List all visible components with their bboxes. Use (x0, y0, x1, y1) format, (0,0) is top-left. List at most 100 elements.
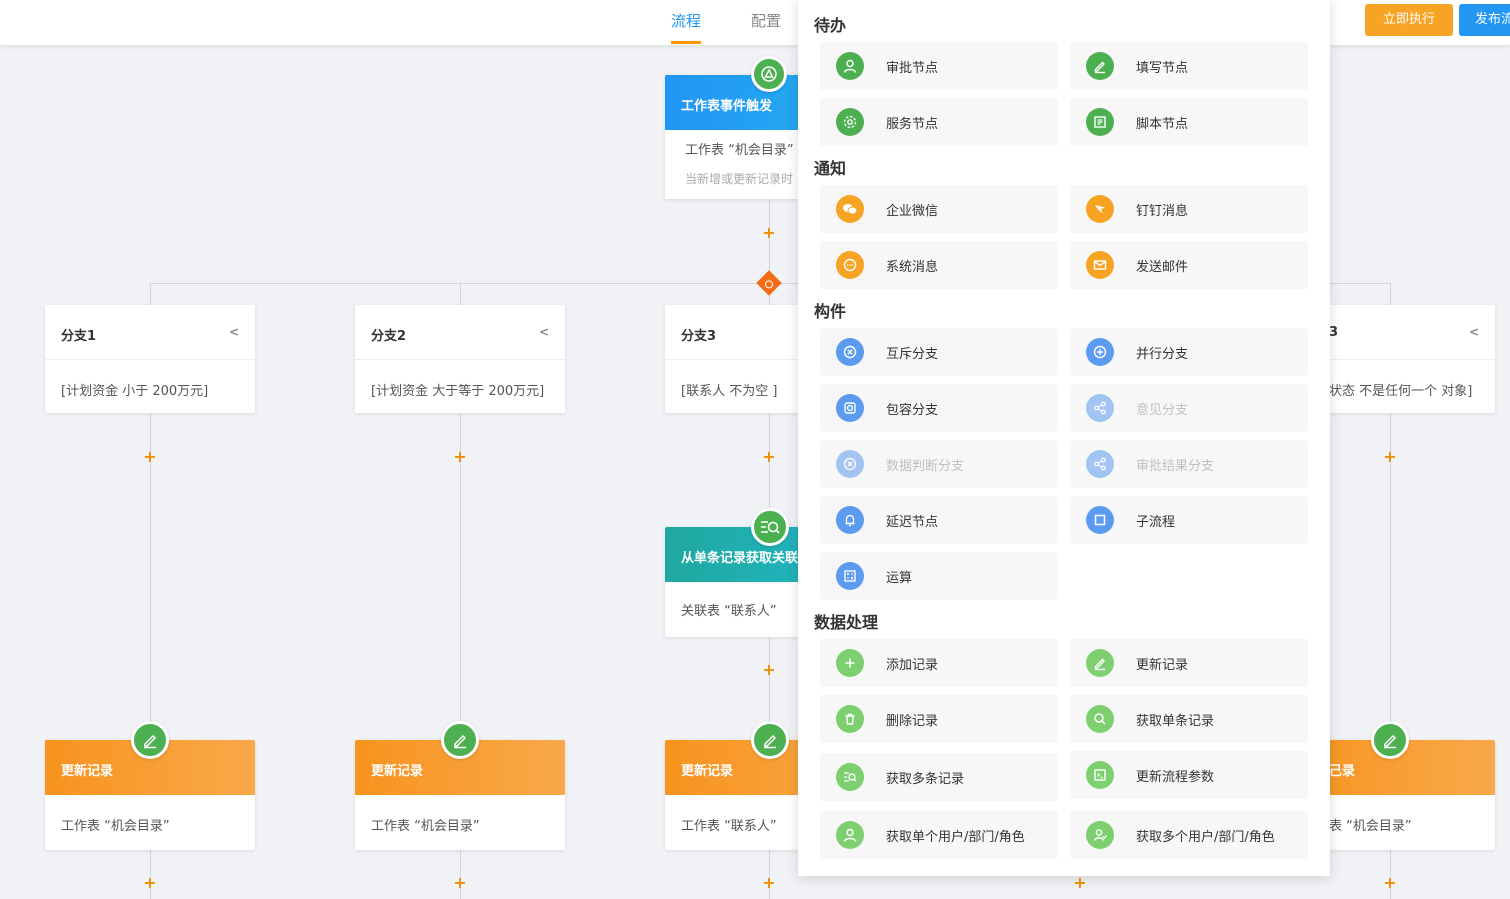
parallel-branch-icon (1086, 338, 1114, 366)
share-icon[interactable]: < (1468, 325, 1479, 339)
message-icon (836, 251, 864, 279)
add-node-plus-icon[interactable]: + (143, 447, 157, 466)
add-node-plus-icon[interactable]: + (762, 223, 776, 242)
node-option-get-multiple-records[interactable]: 获取多条记录 (820, 753, 1058, 801)
update-body: 工作表 “机会目录” (61, 819, 170, 834)
node-option-data-judge-branch: 数据判断分支 (820, 440, 1058, 488)
trigger-icon (751, 56, 787, 92)
section-title-notify: 通知 (814, 159, 847, 178)
search-icon (1086, 705, 1114, 733)
trigger-desc: 当新增或更新记录时 (685, 172, 794, 186)
share-icon[interactable]: < (228, 325, 239, 339)
add-node-plus-icon[interactable]: + (1073, 873, 1087, 892)
node-option-update-flow-params[interactable]: 更新流程参数 (1070, 751, 1308, 799)
fetch-body: 关联表 “联系人” (681, 604, 777, 619)
node-option-delay[interactable]: 延迟节点 (820, 496, 1058, 544)
update-body: 工作表 “联系人” (681, 819, 777, 834)
share-icon (1086, 394, 1114, 422)
users-icon (1086, 821, 1114, 849)
inclusive-branch-icon (836, 394, 864, 422)
node-option-script[interactable]: 脚本节点 (1070, 98, 1308, 146)
bell-icon (836, 506, 864, 534)
branch-title: 分支1 (61, 329, 97, 344)
list-search-icon (751, 508, 789, 546)
node-option-wecom[interactable]: 企业微信 (820, 185, 1058, 233)
tab-flow[interactable]: 流程 (671, 12, 702, 44)
branch-condition: 状态 不是任何一个 对象] (1329, 384, 1473, 399)
branch-title: 分支3 (681, 329, 717, 344)
user-icon (836, 52, 864, 80)
mail-icon (1086, 251, 1114, 279)
list-search-icon (836, 763, 864, 791)
node-option-send-mail[interactable]: 发送邮件 (1070, 241, 1308, 289)
node-option-approval[interactable]: 审批节点 (820, 42, 1058, 90)
publish-button[interactable]: 发布流 (1459, 4, 1510, 36)
add-node-plus-icon[interactable]: + (762, 447, 776, 466)
section-title-todo: 待办 (814, 16, 847, 35)
node-option-add-record[interactable]: 添加记录 (820, 639, 1058, 687)
pencil-icon (441, 721, 479, 759)
user-icon (836, 821, 864, 849)
connector-line (769, 200, 770, 285)
node-option-update-record[interactable]: 更新记录 (1070, 639, 1308, 687)
pencil-icon (751, 721, 789, 759)
node-option-system-message[interactable]: 系统消息 (820, 241, 1058, 289)
add-node-plus-icon[interactable]: + (762, 660, 776, 679)
update-body: 表 “机会目录” (1329, 819, 1412, 834)
branch-condition: [计划资金 大于等于 200万元] (371, 384, 545, 399)
branch-diamond-icon[interactable] (756, 270, 782, 296)
add-node-plus-icon[interactable]: + (143, 873, 157, 892)
node-option-service[interactable]: 服务节点 (820, 98, 1058, 146)
node-option-get-multiple-users[interactable]: 获取多个用户/部门/角色 (1070, 811, 1308, 859)
tab-config[interactable]: 配置 (751, 12, 782, 30)
branch-title: 分支2 (371, 329, 407, 344)
dingtalk-icon (1086, 195, 1114, 223)
plus-icon (836, 649, 864, 677)
branch-title: 3 (1329, 325, 1339, 340)
pencil-icon (1086, 649, 1114, 677)
branch-card-1[interactable]: 分支1 < [计划资金 小于 200万元] (45, 305, 255, 413)
node-option-subprocess[interactable]: 子流程 (1070, 496, 1308, 544)
add-node-plus-icon[interactable]: + (762, 873, 776, 892)
node-option-opinion-branch: 意见分支 (1070, 384, 1308, 432)
pencil-icon (131, 721, 169, 759)
node-option-inclusive-branch[interactable]: 包容分支 (820, 384, 1058, 432)
exclusive-branch-icon (836, 338, 864, 366)
terminal-icon (1086, 761, 1114, 789)
node-option-dingtalk[interactable]: 钉钉消息 (1070, 185, 1308, 233)
pencil-icon (1371, 721, 1409, 759)
exclusive-branch-icon (836, 450, 864, 478)
node-option-approval-result-branch: 审批结果分支 (1070, 440, 1308, 488)
add-node-plus-icon[interactable]: + (1383, 447, 1397, 466)
node-option-parallel-branch[interactable]: 并行分支 (1070, 328, 1308, 376)
run-now-button[interactable]: 立即执行 (1365, 4, 1453, 36)
calculator-icon (836, 562, 864, 590)
share-icon (1086, 450, 1114, 478)
branch-condition: [计划资金 小于 200万元] (61, 384, 209, 399)
section-title-components: 构件 (814, 302, 847, 321)
add-node-plus-icon[interactable]: + (453, 873, 467, 892)
add-node-plus-icon[interactable]: + (1383, 873, 1397, 892)
pencil-icon (1086, 52, 1114, 80)
trigger-sheet: 工作表 “机会目录” (685, 143, 794, 158)
node-option-fill[interactable]: 填写节点 (1070, 42, 1308, 90)
branch-card-2[interactable]: 分支2 < [计划资金 大于等于 200万元] (355, 305, 565, 413)
connector-line (1390, 283, 1391, 899)
script-icon (1086, 108, 1114, 136)
square-icon (1086, 506, 1114, 534)
update-body: 工作表 “机会目录” (371, 819, 480, 834)
node-option-compute[interactable]: 运算 (820, 552, 1058, 600)
node-option-get-single-user[interactable]: 获取单个用户/部门/角色 (820, 811, 1058, 859)
node-option-exclusive-branch[interactable]: 互斥分支 (820, 328, 1058, 376)
wechat-icon (836, 195, 864, 223)
connector-line (460, 283, 461, 899)
add-node-plus-icon[interactable]: + (453, 447, 467, 466)
connector-line (150, 283, 151, 899)
section-title-data-processing: 数据处理 (814, 613, 879, 632)
node-option-get-single-record[interactable]: 获取单条记录 (1070, 695, 1308, 743)
gear-icon (836, 108, 864, 136)
share-icon[interactable]: < (538, 325, 549, 339)
branch-condition: [联系人 不为空 ] (681, 384, 778, 399)
node-picker-panel: 待办 审批节点 填写节点 服务节点 脚本节点 通知 企业微信 钉钉消息 系统消息… (798, 0, 1330, 876)
node-option-delete-record[interactable]: 删除记录 (820, 695, 1058, 743)
